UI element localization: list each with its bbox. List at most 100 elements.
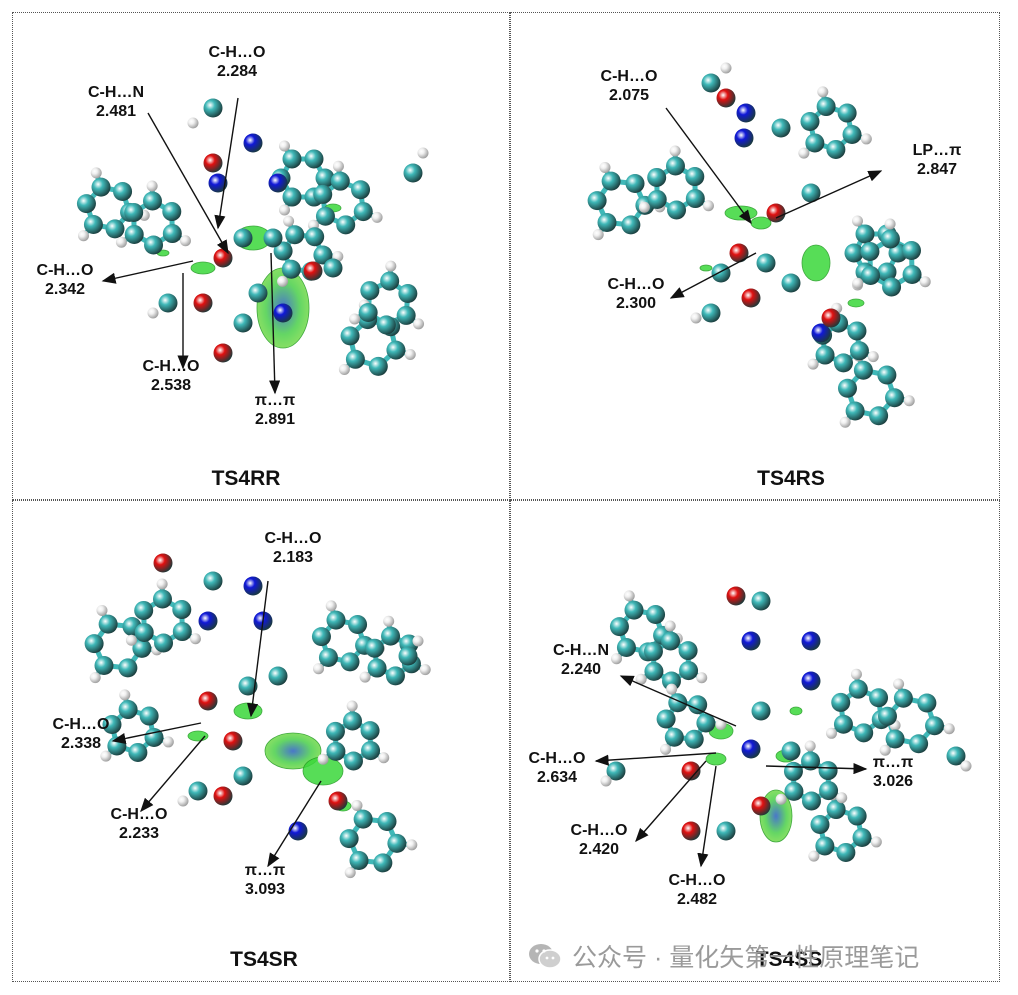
pointer-arrow	[147, 112, 229, 255]
hydrogen-atom	[852, 215, 863, 227]
carbon-atom	[361, 741, 381, 761]
carbon-atom	[587, 191, 607, 211]
carbon-atom	[376, 315, 396, 335]
carbon-atom	[273, 241, 293, 261]
carbon-atom	[118, 658, 138, 678]
carbon-atom	[154, 633, 174, 653]
carbon-atom	[609, 617, 629, 637]
carbon-atom	[810, 814, 830, 834]
carbon-atom	[716, 821, 736, 841]
hydrogen-atom	[660, 743, 672, 755]
carbon-atom	[263, 228, 283, 248]
hydrogen-atom	[611, 653, 623, 665]
carbon-atom	[861, 265, 881, 285]
oxygen-atom	[303, 261, 323, 281]
carbon-atom	[311, 627, 331, 647]
carbon-atom	[847, 806, 867, 826]
carbon-atom	[128, 742, 148, 762]
oxygen-atom	[203, 153, 223, 173]
carbon-atom	[647, 167, 667, 187]
hydrogen-atom	[89, 672, 101, 684]
hydrogen-atom	[115, 236, 127, 248]
hydrogen-atom	[419, 664, 431, 676]
carbon-atom	[668, 693, 688, 713]
arrow-layer	[111, 580, 322, 868]
carbon-atom	[144, 235, 164, 255]
oxygen-atom	[223, 731, 243, 751]
carbon-atom	[203, 98, 223, 118]
carbon-atom	[661, 631, 681, 651]
hydrogen-atom	[119, 689, 131, 701]
hydrogen-atom	[804, 740, 816, 752]
carbon-atom	[844, 243, 864, 263]
carbon-atom	[336, 215, 356, 235]
hydrogen-atom	[378, 752, 390, 764]
hydrogen-atom	[371, 211, 383, 223]
carbon-atom	[396, 305, 416, 325]
carbon-atom	[304, 149, 324, 169]
carbon-atom	[105, 219, 125, 239]
carbon-atom	[854, 723, 874, 743]
carbon-atom	[848, 679, 868, 699]
carbon-atom	[853, 360, 873, 380]
carbon-atom	[880, 229, 900, 249]
carbon-atom	[624, 600, 644, 620]
carbon-atom	[756, 253, 776, 273]
carbon-atom	[233, 766, 253, 786]
carbon-atom	[203, 571, 223, 591]
carbon-atom	[837, 103, 857, 123]
carbon-atom	[233, 313, 253, 333]
carbon-atom	[94, 655, 114, 675]
carbon-atom	[152, 589, 172, 609]
carbon-atom	[643, 641, 663, 661]
isosurface-layer	[699, 205, 865, 308]
carbon-atom	[801, 183, 821, 203]
carbon-atom	[162, 224, 182, 244]
carbon-atom	[367, 658, 387, 678]
nci-isosurface	[233, 702, 263, 720]
carbon-atom	[323, 258, 343, 278]
hydrogen-atom	[344, 867, 356, 879]
carbon-atom	[833, 714, 853, 734]
carbon-atom	[831, 692, 851, 712]
carbon-atom	[621, 215, 641, 235]
carbon-atom	[925, 716, 945, 736]
carbon-atom	[847, 321, 867, 341]
carbon-atom	[139, 706, 159, 726]
oxygen-atom	[821, 308, 841, 328]
arrow-layer	[101, 97, 281, 395]
nci-isosurface	[724, 205, 758, 221]
carbon-atom	[685, 189, 705, 209]
carbon-atom	[368, 356, 388, 376]
carbon-atom	[134, 600, 154, 620]
carbon-atom	[678, 641, 698, 661]
carbon-atom	[91, 177, 111, 197]
watermark: 公众号 · 量化矢第一性原理笔记	[528, 936, 998, 976]
pointer-arrow	[697, 765, 717, 868]
hydrogen-atom	[715, 718, 727, 730]
carbon-atom	[348, 615, 368, 635]
hydrogen-atom	[870, 836, 882, 848]
nitrogen-atom	[736, 103, 756, 123]
bond-layer	[81, 143, 422, 373]
carbon-atom	[124, 202, 144, 222]
hydrogen-atom	[623, 590, 635, 602]
hydrogen-atom	[277, 275, 289, 287]
carbon-atom	[386, 340, 406, 360]
carbon-atom	[661, 671, 681, 691]
hydrogen-atom	[189, 633, 201, 645]
oxygen-atom	[726, 586, 746, 606]
carbon-atom	[800, 111, 820, 131]
carbon-atom	[711, 263, 731, 283]
carbon-atom	[665, 156, 685, 176]
carbon-atom	[282, 149, 302, 169]
hydrogen-atom	[413, 318, 425, 330]
carbon-atom	[833, 353, 853, 373]
carbon-atom	[144, 728, 164, 748]
carbon-atom	[644, 661, 664, 681]
oxygen-atom	[751, 796, 771, 816]
